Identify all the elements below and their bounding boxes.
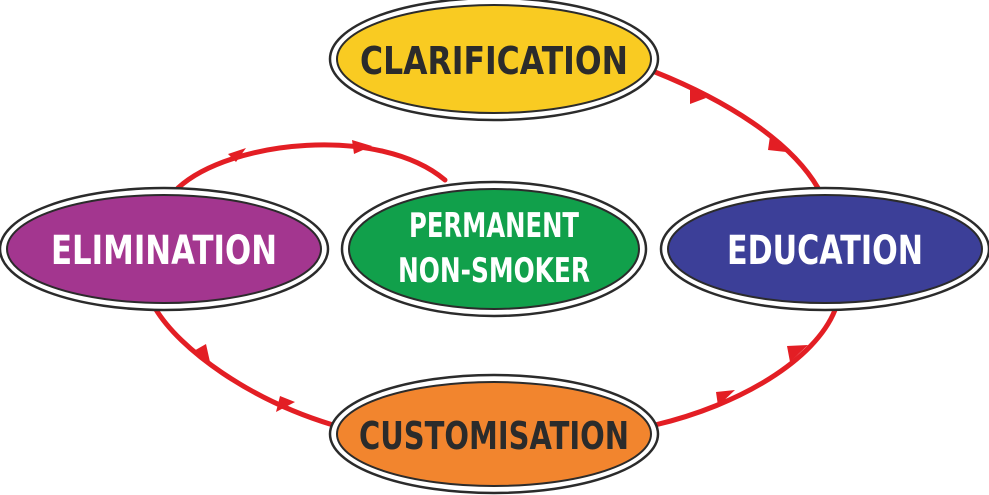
arc-clarification-to-education bbox=[652, 69, 821, 191]
arrowhead bbox=[768, 136, 786, 152]
node-customisation: CUSTOMISATION bbox=[328, 373, 660, 495]
center-label-line2: NON-SMOKER bbox=[398, 251, 590, 291]
node-permanent-non-smoker: PERMANENT NON-SMOKER bbox=[340, 180, 648, 318]
education-label: EDUCATION bbox=[727, 228, 923, 274]
elimination-oval bbox=[6, 194, 322, 304]
connector-arcs bbox=[152, 69, 838, 428]
arrowhead bbox=[787, 345, 808, 362]
customisation-oval bbox=[336, 381, 652, 487]
clarification-label: CLARIFICATION bbox=[360, 39, 628, 83]
arrowheads bbox=[192, 88, 808, 412]
education-oval bbox=[667, 194, 983, 304]
node-education: EDUCATION bbox=[659, 186, 989, 312]
elimination-label: ELIMINATION bbox=[51, 228, 277, 274]
customisation-label: CUSTOMISATION bbox=[359, 414, 629, 458]
clarification-oval bbox=[336, 4, 652, 114]
arrowhead bbox=[228, 148, 246, 162]
node-elimination: ELIMINATION bbox=[0, 186, 330, 312]
arrowhead bbox=[690, 88, 706, 104]
center-oval bbox=[348, 188, 640, 310]
arrowhead bbox=[352, 140, 372, 154]
arrowhead bbox=[192, 344, 210, 362]
node-clarification: CLARIFICATION bbox=[328, 0, 660, 122]
arc-education-to-customisation bbox=[652, 307, 838, 428]
arrowhead bbox=[276, 396, 295, 412]
arrowhead bbox=[716, 390, 735, 406]
arc-customisation-to-elimination bbox=[152, 305, 336, 428]
arc-elimination-to-center bbox=[175, 142, 448, 191]
center-label-line1: PERMANENT bbox=[409, 206, 580, 246]
